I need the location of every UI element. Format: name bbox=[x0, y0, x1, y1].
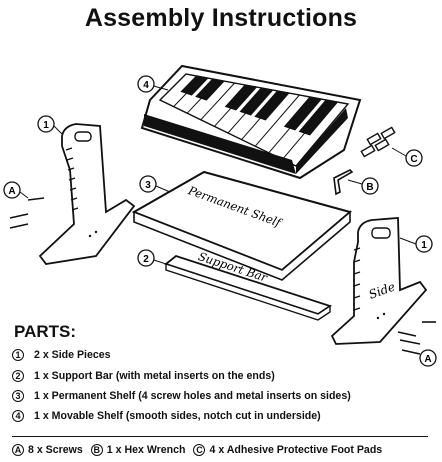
part-number-badge: 2 bbox=[12, 370, 24, 382]
part-number-badge: 4 bbox=[12, 410, 24, 422]
part-number-badge: 1 bbox=[12, 349, 24, 361]
svg-text:C: C bbox=[410, 154, 417, 165]
part-text: 2 x Side Pieces bbox=[34, 349, 111, 361]
svg-text:3: 3 bbox=[145, 180, 151, 191]
svg-text:2: 2 bbox=[143, 254, 149, 265]
screws-left bbox=[9, 197, 45, 229]
svg-text:B: B bbox=[366, 182, 373, 193]
hardware-badge: B bbox=[90, 444, 103, 456]
callout-support-bar: 2 bbox=[137, 249, 167, 267]
parts-item: 1 2 x Side Pieces bbox=[12, 349, 111, 361]
svg-text:A: A bbox=[8, 186, 15, 197]
left-side-piece bbox=[38, 123, 136, 265]
hardware-text: 4 x Adhesive Protective Foot Pads bbox=[209, 444, 383, 456]
part-text: 1 x Movable Shelf (smooth sides, notch c… bbox=[34, 410, 321, 422]
part-number-badge: 3 bbox=[12, 390, 24, 402]
callout-4-label: 4 bbox=[143, 80, 149, 91]
part-text: 1 x Permanent Shelf (4 screw holes and m… bbox=[34, 390, 351, 402]
hardware-badge: A bbox=[12, 444, 24, 456]
foot-pads bbox=[360, 126, 396, 158]
hardware-text: 1 x Hex Wrench bbox=[106, 444, 186, 456]
support-bar: Support Bar bbox=[164, 249, 333, 321]
right-side-piece: Side bbox=[330, 217, 428, 345]
parts-item: 4 1 x Movable Shelf (smooth sides, notch… bbox=[12, 410, 321, 422]
page-title: Assembly Instructions bbox=[84, 4, 358, 32]
hardware-badge: C bbox=[193, 444, 206, 456]
svg-text:1: 1 bbox=[43, 120, 49, 131]
callout-perm-shelf: 3 bbox=[139, 175, 171, 193]
hardware-list: A 8 x Screws B 1 x Hex Wrench C 4 x Adhe… bbox=[12, 444, 432, 456]
screws-right bbox=[397, 321, 436, 355]
part-text: 1 x Support Bar (with metal inserts on t… bbox=[34, 370, 275, 382]
callout-shelf-movable: 4 bbox=[137, 75, 169, 93]
svg-text:A: A bbox=[424, 354, 431, 365]
callout-foot-pads: C bbox=[391, 147, 423, 167]
callout-side-left: 1 bbox=[37, 115, 63, 135]
hardware-text: 8 x Screws bbox=[28, 444, 83, 456]
parts-item: 2 1 x Support Bar (with metal inserts on… bbox=[12, 370, 275, 382]
parts-item: 3 1 x Permanent Shelf (4 screw holes and… bbox=[12, 390, 351, 402]
callout-hex-wrench: B bbox=[347, 177, 379, 195]
callout-side-right: 1 bbox=[399, 235, 433, 253]
callout-screws-right: A bbox=[419, 349, 437, 367]
callout-screws-left: A bbox=[3, 181, 29, 199]
divider bbox=[12, 436, 428, 437]
hex-wrench bbox=[333, 169, 354, 196]
permanent-shelf: Permanent Shelf bbox=[131, 170, 353, 281]
parts-heading: PARTS: bbox=[14, 322, 77, 341]
movable-shelf-with-keyboard bbox=[140, 64, 362, 180]
svg-text:1: 1 bbox=[421, 240, 427, 251]
